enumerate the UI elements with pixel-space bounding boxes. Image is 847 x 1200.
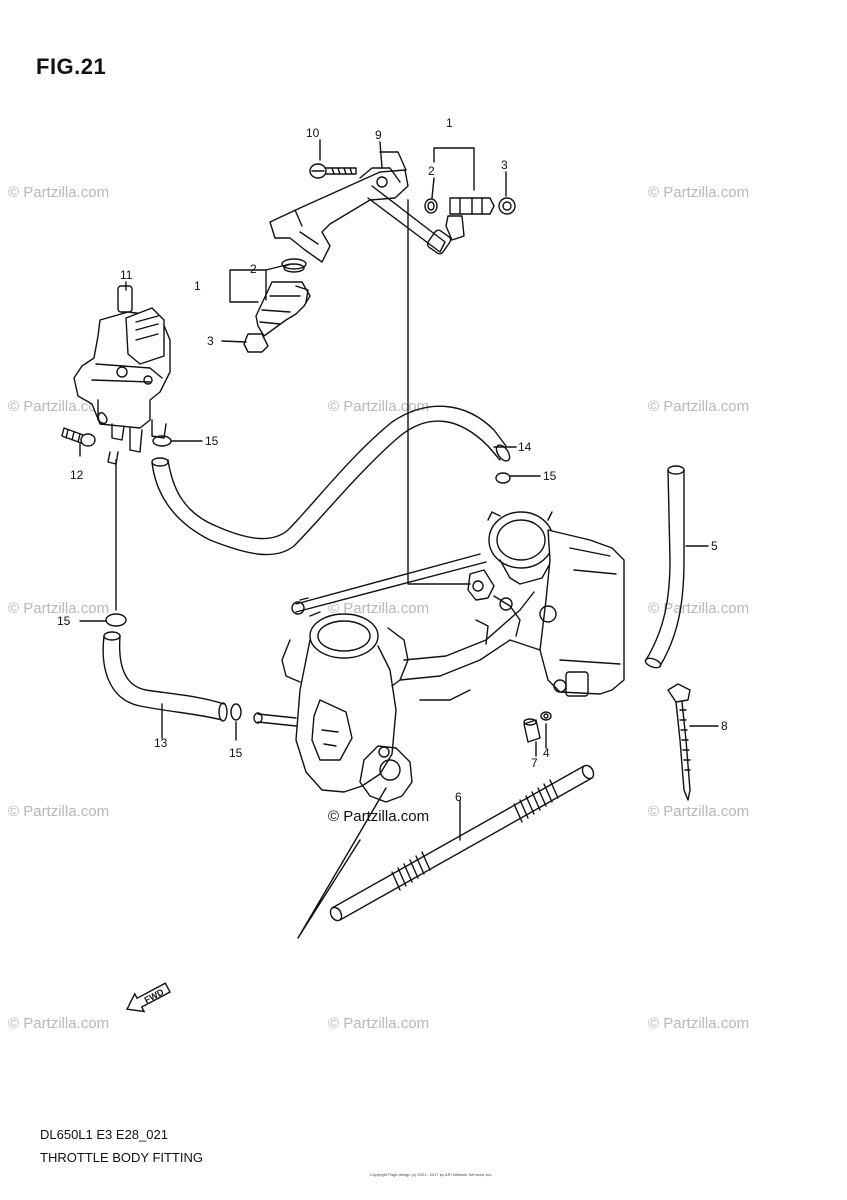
callout-label: 14 bbox=[518, 440, 532, 454]
clamp-15d bbox=[230, 703, 242, 721]
callout-label: 13 bbox=[154, 736, 168, 750]
callout-label: 3 bbox=[207, 334, 214, 348]
watermark: © Partzilla.com bbox=[8, 184, 110, 201]
watermark: © Partzilla.com bbox=[648, 600, 750, 617]
watermark: © Partzilla.com bbox=[328, 600, 430, 617]
clamp-15c bbox=[105, 613, 127, 627]
diagram-code: DL650L1 E3 E28_021 bbox=[40, 1127, 168, 1142]
callout-label: 4 bbox=[543, 746, 550, 760]
cable-tie-8 bbox=[667, 683, 691, 801]
callout-label: 6 bbox=[455, 790, 462, 804]
callout-label: 15 bbox=[205, 434, 219, 448]
callout-label: 15 bbox=[229, 746, 243, 760]
isc-valve bbox=[73, 285, 171, 465]
callout-label: 15 bbox=[543, 469, 557, 483]
watermark: © Partzilla.com bbox=[328, 398, 430, 415]
watermark: © Partzilla.com bbox=[648, 398, 750, 415]
watermark: © Partzilla.com bbox=[8, 1015, 110, 1032]
rod-6 bbox=[329, 764, 595, 922]
throttle-body bbox=[253, 511, 625, 803]
partzilla-credit: © Partzilla.com bbox=[328, 808, 430, 825]
callout-label: 7 bbox=[531, 756, 538, 770]
callout-label: 1 bbox=[446, 116, 453, 130]
diagram-caption: THROTTLE BODY FITTING bbox=[40, 1150, 203, 1165]
callout-label: 2 bbox=[250, 262, 257, 276]
screw-12 bbox=[61, 427, 96, 447]
callout-label: 15 bbox=[57, 614, 71, 628]
clamp-15b bbox=[495, 472, 511, 484]
watermark: © Partzilla.com bbox=[648, 184, 750, 201]
fine-print: Copyright Page design (c) 2001 - 2017 by… bbox=[370, 1172, 493, 1177]
injector-left bbox=[243, 258, 311, 353]
callout-label: 10 bbox=[306, 126, 320, 140]
watermark: © Partzilla.com bbox=[648, 1015, 750, 1032]
watermark: © Partzilla.com bbox=[8, 803, 110, 820]
callout-label: 8 bbox=[721, 719, 728, 733]
fwd-arrow: FWD bbox=[125, 982, 171, 1013]
hose-14 bbox=[151, 405, 511, 556]
clamp-15a bbox=[152, 435, 172, 447]
fuel-delivery-pipe bbox=[269, 167, 452, 263]
caps-7-4 bbox=[523, 711, 552, 743]
watermark: © Partzilla.com bbox=[8, 600, 110, 617]
injector-upper bbox=[424, 197, 516, 241]
hose-5 bbox=[644, 465, 685, 669]
callout-label: 5 bbox=[711, 539, 718, 553]
watermark: © Partzilla.com bbox=[648, 803, 750, 820]
callout-label: 3 bbox=[501, 158, 508, 172]
callout-label: 1 bbox=[194, 279, 201, 293]
leader-line bbox=[297, 787, 387, 939]
callout-label: 9 bbox=[375, 128, 382, 142]
watermark: © Partzilla.com bbox=[328, 1015, 430, 1032]
callout-label: 12 bbox=[70, 468, 84, 482]
callout-label: 2 bbox=[428, 164, 435, 178]
hose-13 bbox=[102, 631, 228, 722]
leader-line bbox=[407, 199, 471, 585]
watermark: © Partzilla.com bbox=[8, 398, 110, 415]
callout-label: 11 bbox=[120, 268, 133, 282]
bolt-10 bbox=[309, 163, 357, 179]
figure-title: FIG.21 bbox=[36, 54, 107, 79]
